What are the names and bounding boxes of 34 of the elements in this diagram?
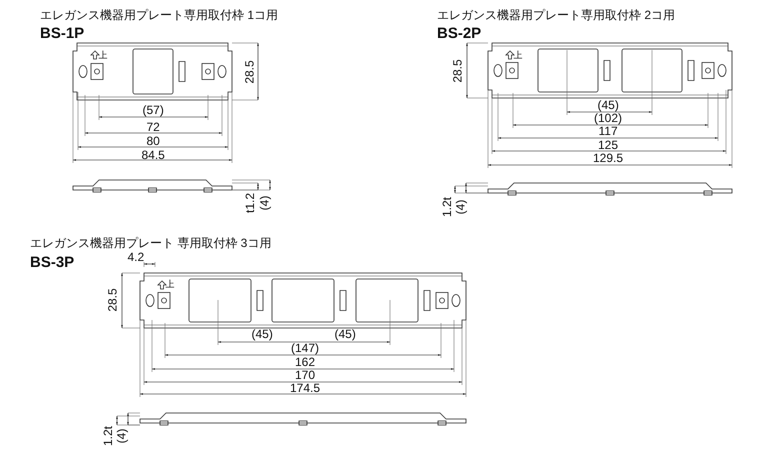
dimension-label: (57) bbox=[142, 104, 164, 116]
dimension-label: 1.2t bbox=[102, 426, 114, 446]
dimension-label: 28.5 bbox=[451, 59, 464, 83]
dimension-label: (45) bbox=[598, 99, 619, 111]
direction-text: 上 bbox=[98, 50, 108, 60]
dimension-label: 129.5 bbox=[593, 152, 624, 164]
model-number: BS-3P bbox=[30, 255, 74, 270]
direction-text: 上 bbox=[514, 50, 522, 60]
dimension-label: 28.5 bbox=[243, 60, 256, 84]
figure-title: エレガンス機器用プレート専用取付枠 2コ用 bbox=[437, 9, 676, 21]
dimension-label: 4.2 bbox=[128, 251, 144, 263]
dimension-label: (45) bbox=[252, 328, 273, 340]
direction-text: 上 bbox=[166, 280, 174, 288]
figure-title: エレガンス機器用プレート 専用取付枠 3コ用 bbox=[30, 237, 272, 249]
dimension-label: 84.5 bbox=[142, 149, 165, 161]
dimension-label: 170 bbox=[295, 369, 316, 381]
dimension-label: 80 bbox=[146, 135, 160, 147]
dimension-label: (102) bbox=[594, 112, 622, 124]
dimension-label: t1.2 bbox=[244, 193, 256, 213]
dimension-label: 1.2t bbox=[441, 197, 453, 217]
model-number: BS-2P bbox=[437, 26, 482, 41]
dimension-label: 162 bbox=[295, 356, 316, 368]
figure-title: エレガンス機器用プレート専用取付枠 1コ用 bbox=[40, 9, 278, 21]
dimension-label: 125 bbox=[598, 139, 618, 151]
dimension-label: (147) bbox=[291, 342, 320, 354]
dimension-label: 117 bbox=[598, 125, 618, 137]
dimension-label: (4) bbox=[258, 196, 270, 210]
dimension-label: (45) bbox=[334, 328, 356, 340]
dimension-label: 28.5 bbox=[106, 288, 118, 312]
dimension-label: (4) bbox=[114, 428, 127, 444]
dimension-label: 72 bbox=[146, 121, 160, 133]
dimension-label: 174.5 bbox=[290, 382, 320, 394]
dimension-label: (4) bbox=[454, 200, 466, 214]
model-number: BS-1P bbox=[40, 26, 84, 41]
